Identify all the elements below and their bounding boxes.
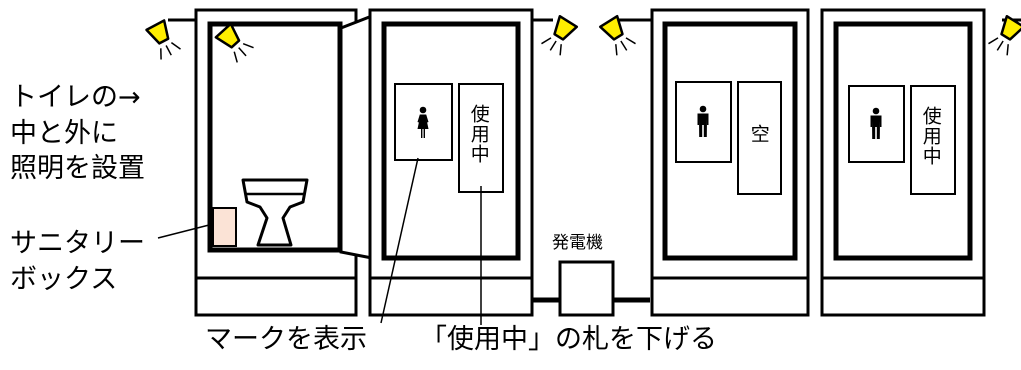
lamp-icon xyxy=(988,14,1021,56)
booth-3-sign xyxy=(737,81,782,195)
lamp-icon xyxy=(598,14,636,56)
show-mark-label: マークを表示 xyxy=(205,324,367,355)
pointer-mark xyxy=(380,157,419,324)
hang-sign-label: 「使用中」の札を下げる xyxy=(420,324,717,355)
lighting-label: トイレの→ 中と外に 照明を設置 xyxy=(10,82,145,185)
booth-2-sign-text: 使用中 xyxy=(467,104,490,164)
booth-4-sign xyxy=(910,85,956,195)
sanitary-box xyxy=(212,207,237,247)
open-door xyxy=(339,13,374,260)
sanitary-box-label: サニタリー ボックス xyxy=(10,228,145,295)
lamp-icon xyxy=(214,22,254,63)
lamp-icon xyxy=(145,19,181,60)
generator-label: 発電機 xyxy=(552,233,603,253)
booth-2 xyxy=(368,8,534,317)
generator xyxy=(558,260,615,317)
booth-1 xyxy=(194,8,374,317)
booth-2-sign xyxy=(458,83,504,193)
lamp-icon xyxy=(541,14,579,56)
booth-3-sign-text: 空 xyxy=(747,124,770,144)
toilet-icon xyxy=(241,178,309,247)
booth-4-sign-text: 使用中 xyxy=(919,106,942,166)
pointer-sanitary-box xyxy=(157,223,214,239)
